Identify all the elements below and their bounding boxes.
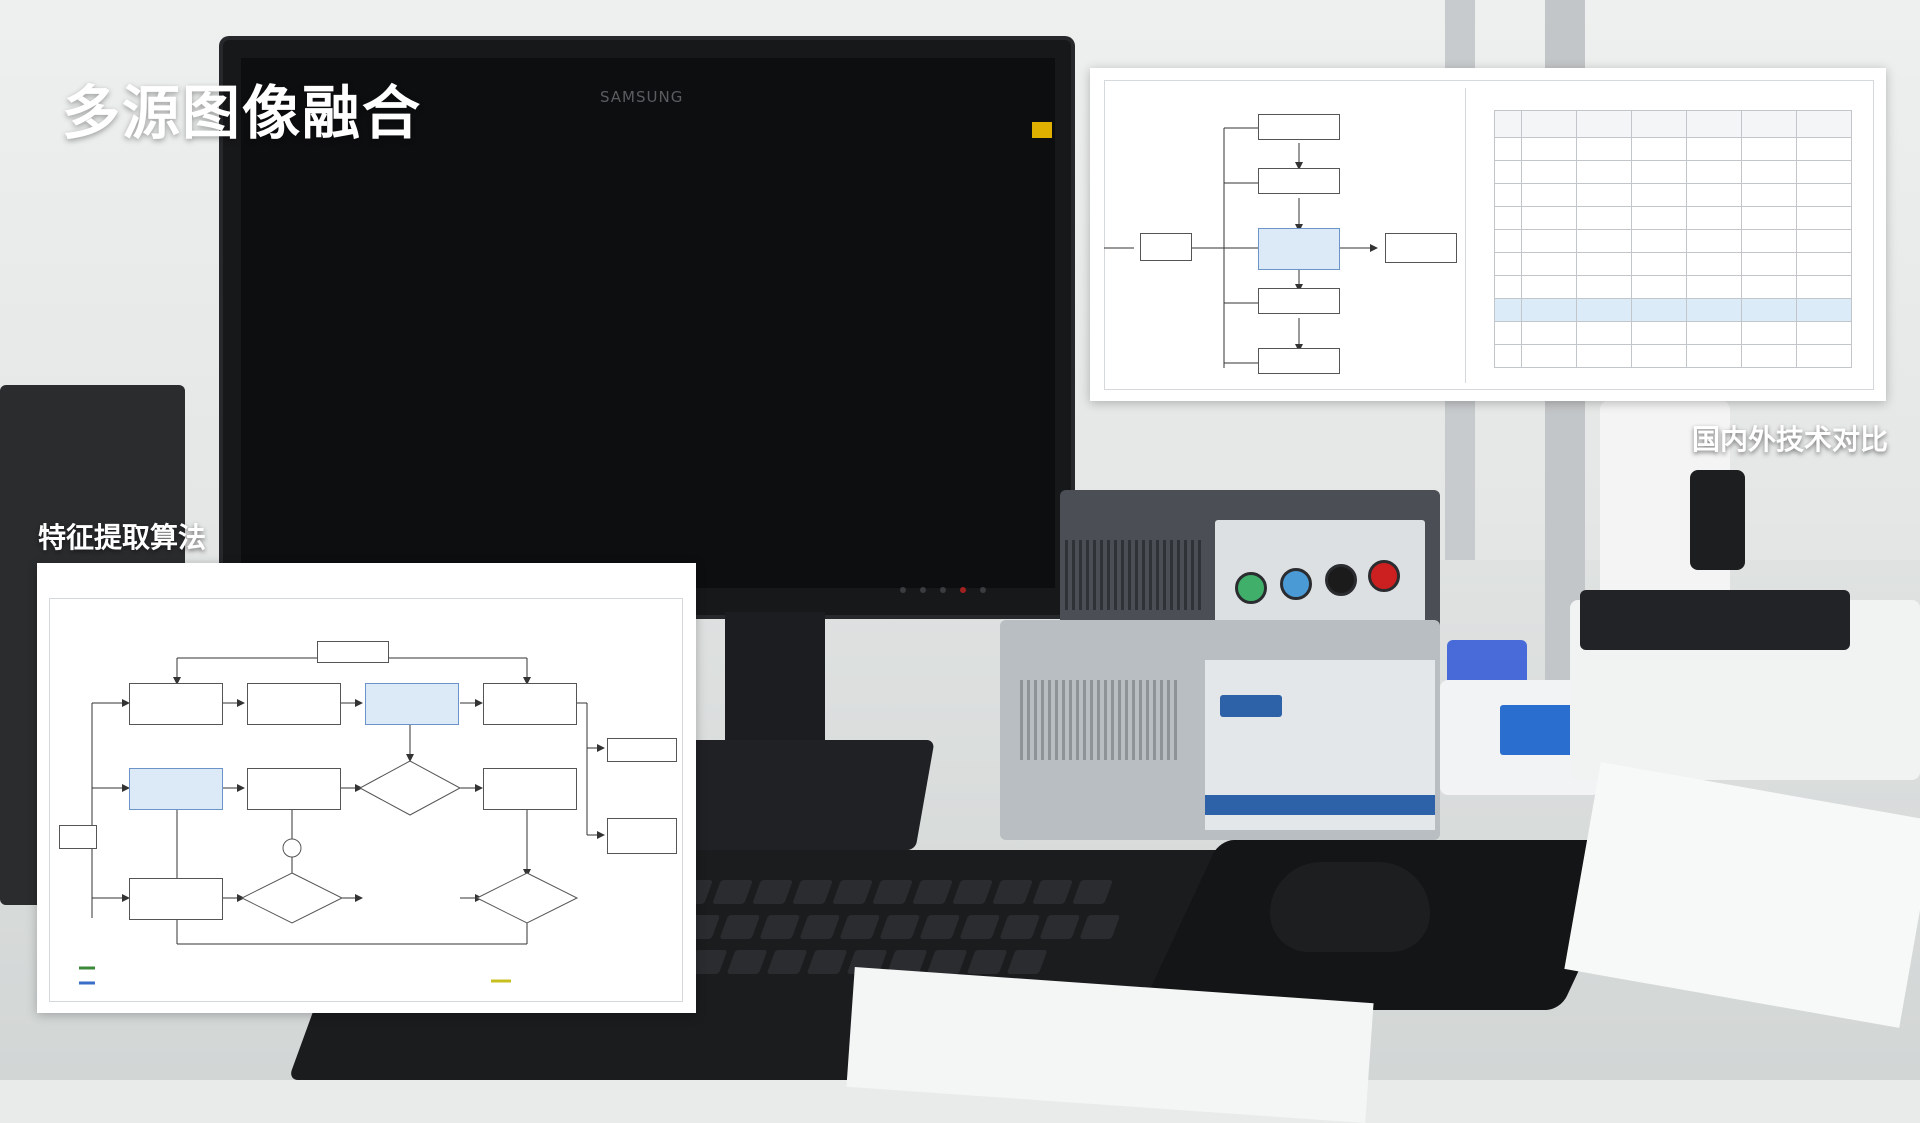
flowchart-node: [1258, 288, 1340, 314]
instrument-strip: [1205, 795, 1435, 815]
monitor-screen: [241, 58, 1055, 588]
monitor-sticker: [1032, 122, 1052, 138]
right-caption: 国内外技术对比: [1692, 423, 1889, 456]
flowchart-node: [1258, 114, 1340, 140]
main-title: 多源图像融合: [62, 79, 423, 147]
monitor-buttons: [900, 578, 1040, 593]
flowchart-node: [607, 818, 677, 854]
black-knob-icon: [1325, 564, 1357, 596]
flowchart-node: [1258, 168, 1340, 194]
decision-diamond: [358, 760, 462, 816]
red-knob-icon: [1368, 560, 1400, 592]
flowchart-node-highlight: [129, 768, 223, 810]
mouse: [1270, 862, 1430, 952]
flowchart-node: [129, 878, 223, 920]
feature-extraction-card: [37, 563, 696, 1013]
flowchart-node: [247, 768, 341, 810]
vent-grill: [1065, 540, 1205, 610]
blue-knob-icon: [1280, 568, 1312, 600]
flowchart-node-highlight: [365, 683, 459, 725]
connector-circle: [282, 838, 302, 858]
flowchart-node: [607, 738, 677, 762]
card-frame: [49, 598, 683, 1002]
flowchart-node: [1385, 233, 1457, 263]
flowchart-node: [247, 683, 341, 725]
flowchart-node: [317, 641, 389, 663]
flowchart-node: [483, 768, 577, 810]
flowchart-node: [1258, 348, 1340, 374]
flowchart-node: [483, 683, 577, 725]
flowchart-node: [59, 825, 97, 849]
feature-flowchart-diagram: [79, 657, 605, 985]
microscope-stage: [1580, 590, 1850, 650]
microscope-objective: [1690, 470, 1745, 570]
analyzer-screen: [1500, 705, 1580, 755]
instrument-logo-icon: [1220, 695, 1282, 717]
decision-diamond: [240, 872, 344, 924]
green-knob-icon: [1235, 572, 1267, 604]
comparison-card: [1090, 68, 1886, 401]
vent-grill: [1020, 680, 1180, 760]
flowchart-node-highlight: [1258, 228, 1340, 270]
monitor-stand: [725, 612, 825, 752]
monitor-brand-logo: SAMSUNG: [600, 88, 684, 106]
divider: [1465, 88, 1466, 383]
card-frame: [1104, 80, 1874, 390]
flowchart-node: [129, 683, 223, 725]
decision-diamond: [475, 872, 579, 924]
left-caption: 特征提取算法: [38, 521, 207, 554]
comparison-table: [1494, 110, 1852, 368]
flowchart-node: [1140, 233, 1192, 261]
